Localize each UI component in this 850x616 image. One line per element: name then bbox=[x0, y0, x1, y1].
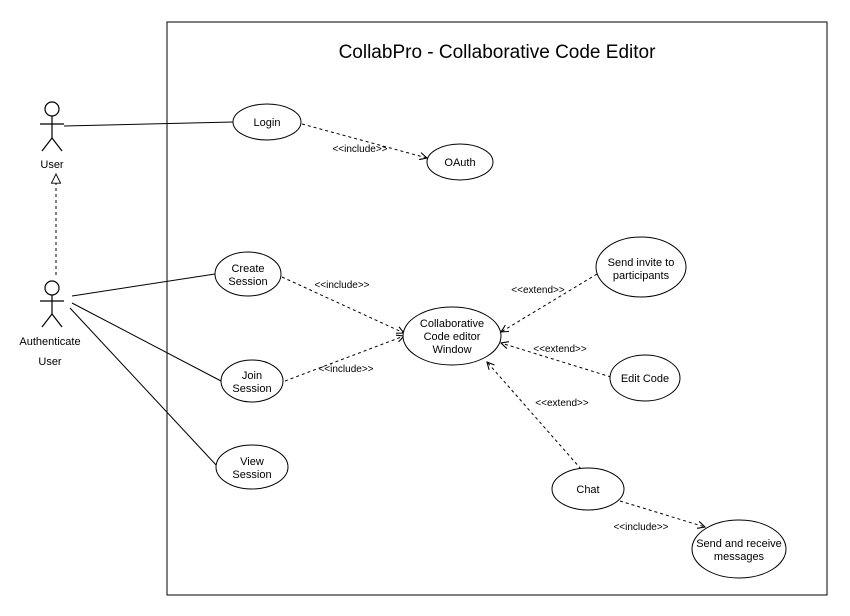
use-case-send-invite-label-line2: participants bbox=[613, 270, 670, 282]
use-case-send-invite[interactable]: Send invite to participants bbox=[595, 236, 687, 298]
use-case-edit-code[interactable]: Edit Code bbox=[609, 354, 681, 402]
actor-user[interactable]: User bbox=[40, 101, 64, 171]
label-include-create-editor: <<include>> bbox=[314, 280, 369, 291]
association-auth-join bbox=[71, 302, 222, 382]
diagram-title: CollabPro - Collaborative Code Editor bbox=[339, 42, 656, 63]
use-case-editor-window-label-line2: Code editor bbox=[424, 331, 481, 343]
use-case-view-session-label-line2: Session bbox=[232, 469, 271, 481]
use-case-editor-window-label-line3: Window bbox=[432, 344, 471, 356]
label-extend-invite-editor: <<extend>> bbox=[511, 285, 565, 296]
actor-figure-icon bbox=[40, 101, 64, 152]
use-case-send-invite-label-line1: Send invite to bbox=[608, 257, 675, 269]
label-extend-chat-editor: <<extend>> bbox=[535, 398, 589, 409]
actor-user-label: User bbox=[40, 159, 64, 171]
association-auth-view bbox=[69, 307, 218, 467]
actor-authenticated-user[interactable]: Authenticate User bbox=[19, 280, 81, 368]
use-case-edit-code-label: Edit Code bbox=[621, 373, 669, 385]
use-case-create-session-label-line1: Create bbox=[231, 263, 264, 275]
use-case-create-session[interactable]: Create Session bbox=[214, 251, 282, 297]
use-case-join-session-label-line1: Join bbox=[242, 370, 262, 382]
extend-invite-editor bbox=[501, 273, 598, 332]
use-case-oauth-label: OAuth bbox=[444, 157, 475, 169]
use-case-join-session[interactable]: Join Session bbox=[220, 359, 284, 403]
use-case-join-session-label-line2: Session bbox=[232, 383, 271, 395]
actor-figure-icon bbox=[40, 280, 64, 328]
use-case-login[interactable]: Login bbox=[232, 103, 302, 141]
use-case-oauth[interactable]: OAuth bbox=[426, 143, 494, 181]
use-case-send-receive-label-line2: messages bbox=[714, 551, 765, 563]
label-include-login-oauth: <<include>> bbox=[332, 144, 387, 155]
use-case-editor-window[interactable]: Collaborative Code editor Window bbox=[402, 306, 502, 366]
actor-authenticated-user-label-line2: User bbox=[38, 356, 62, 368]
label-include-chat-send: <<include>> bbox=[613, 522, 668, 533]
use-case-editor-window-label-line1: Collaborative bbox=[420, 318, 484, 330]
include-create-editor bbox=[281, 276, 404, 333]
use-case-send-receive-label-line1: Send and receive bbox=[696, 538, 782, 550]
label-extend-edit-editor: <<extend>> bbox=[533, 344, 587, 355]
label-include-join-editor: <<include>> bbox=[318, 364, 373, 375]
use-case-view-session-label-line1: View bbox=[240, 456, 264, 468]
include-chat-send bbox=[619, 500, 705, 527]
use-case-view-session[interactable]: View Session bbox=[215, 444, 289, 490]
association-user-login bbox=[63, 121, 234, 127]
use-case-send-receive-messages[interactable]: Send and receive messages bbox=[691, 519, 787, 579]
association-auth-create bbox=[71, 273, 216, 297]
use-case-login-label: Login bbox=[254, 117, 281, 129]
use-case-chat-label: Chat bbox=[576, 484, 599, 496]
extend-edit-editor bbox=[501, 343, 612, 378]
actor-authenticated-user-label-line1: Authenticate bbox=[19, 336, 80, 348]
use-case-create-session-label-line2: Session bbox=[228, 276, 267, 288]
use-case-chat[interactable]: Chat bbox=[551, 467, 625, 511]
